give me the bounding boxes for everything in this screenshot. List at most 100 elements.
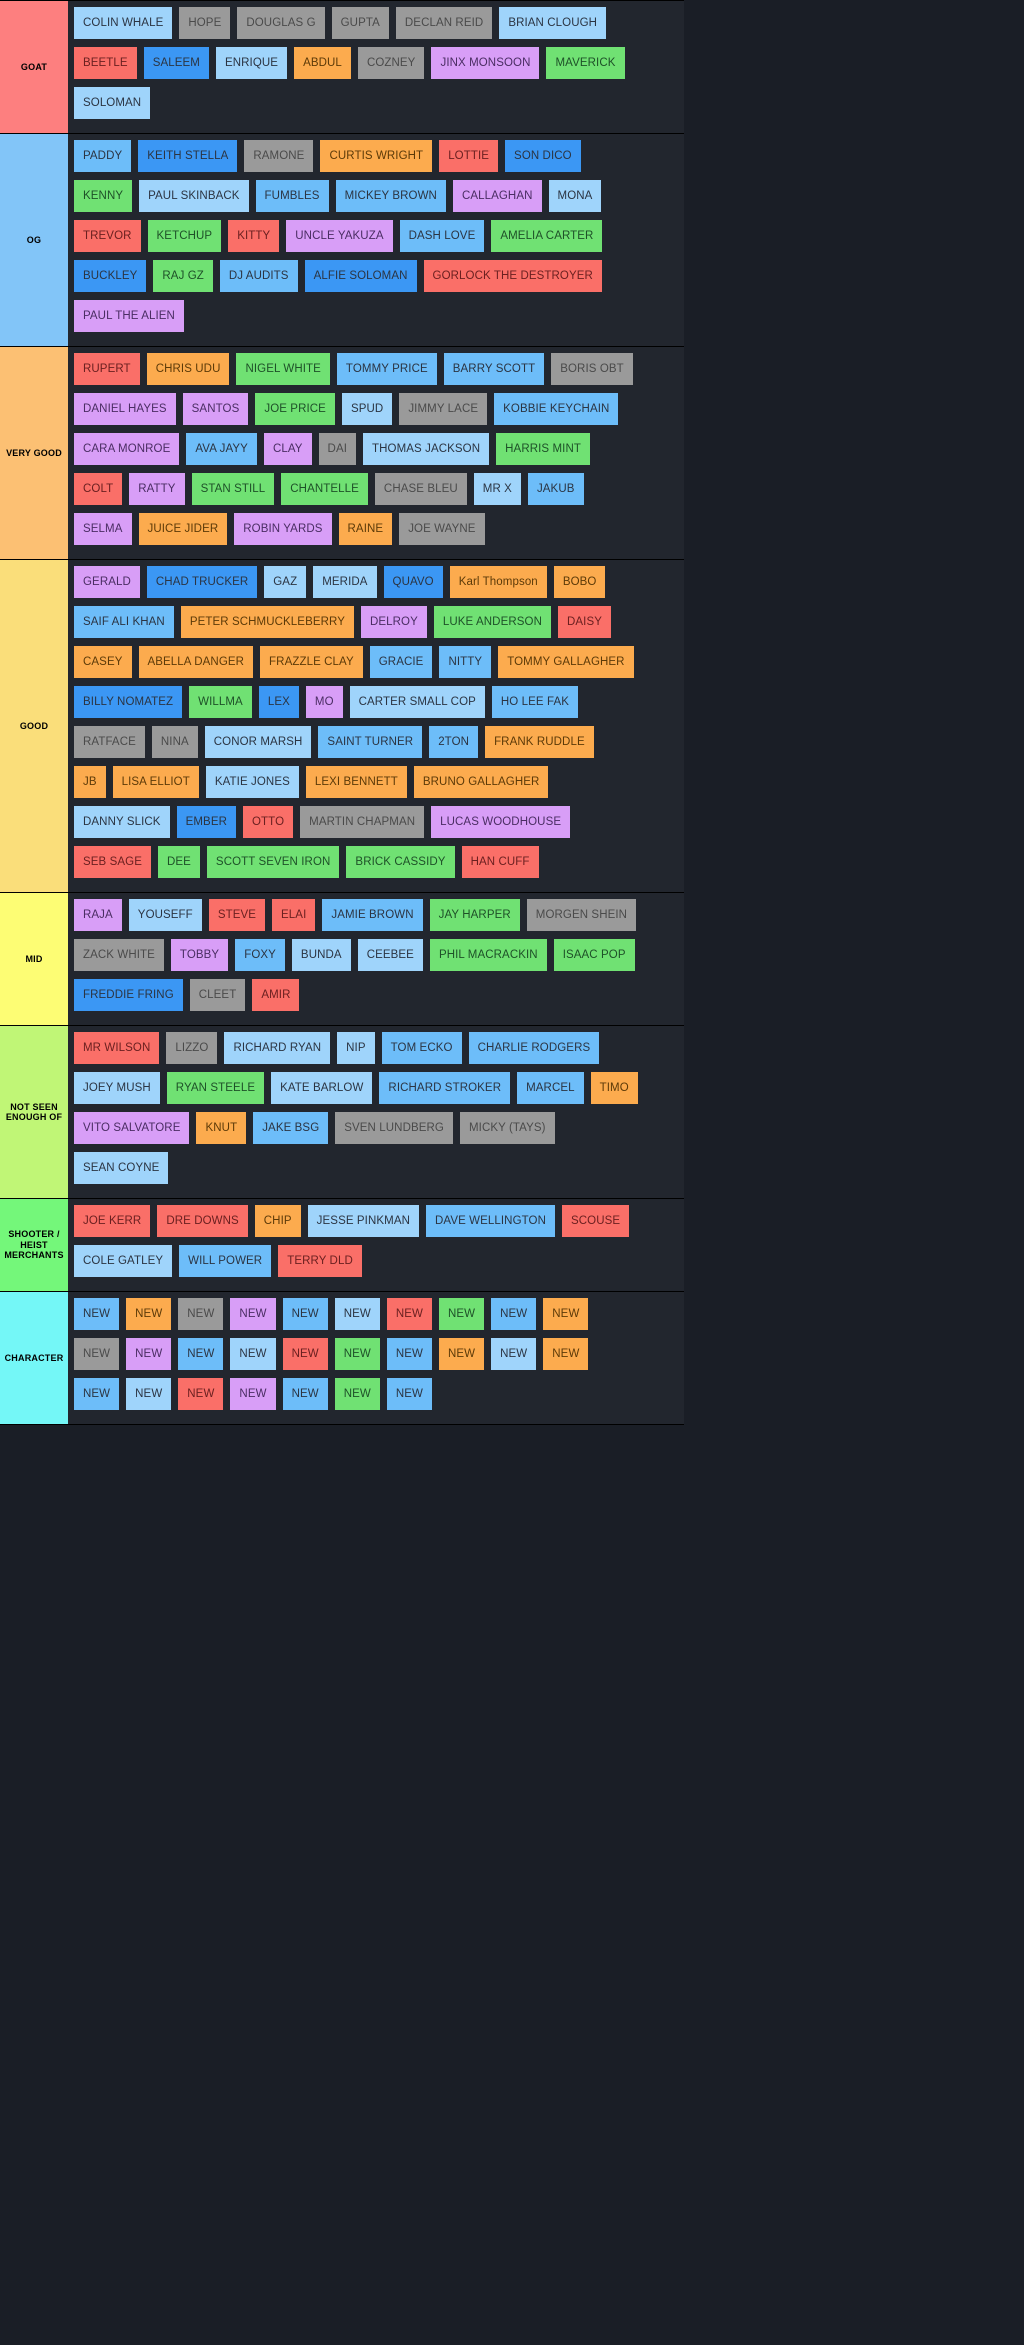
tier-item[interactable]: RAJA — [74, 899, 122, 931]
tier-label[interactable]: OG — [0, 134, 68, 346]
tier-item[interactable]: BARRY SCOTT — [443, 353, 545, 385]
tier-item[interactable]: ABELLA DANGER — [138, 646, 254, 678]
tier-item[interactable]: STEVE — [208, 899, 266, 931]
tier-item[interactable]: KATIE JONES — [205, 766, 299, 798]
tier-item[interactable]: ALFIE SOLOMAN — [304, 260, 417, 292]
tier-item[interactable]: SVEN LUNDBERG — [335, 1112, 453, 1144]
tier-item[interactable]: NEW — [491, 1298, 537, 1330]
tier-item[interactable]: CHARLIE RODGERS — [468, 1032, 600, 1064]
tier-item[interactable]: JB — [74, 766, 106, 798]
tier-item[interactable]: BRUNO GALLAGHER — [413, 766, 549, 798]
tier-label[interactable]: SHOOTER / HEIST MERCHANTS — [0, 1199, 68, 1291]
tier-item[interactable]: DAISY — [557, 606, 611, 638]
tier-item[interactable]: SCOUSE — [562, 1205, 630, 1237]
tier-item[interactable]: THOMAS JACKSON — [363, 433, 490, 465]
tier-item[interactable]: NEW — [438, 1298, 485, 1330]
tier-item[interactable]: PHIL MACRACKIN — [429, 939, 547, 971]
tier-item[interactable]: LUKE ANDERSON — [433, 606, 551, 638]
tier-item[interactable]: DOUGLAS G — [237, 7, 325, 39]
tier-item[interactable]: TREVOR — [74, 220, 141, 252]
tier-item[interactable]: LIZZO — [166, 1032, 218, 1064]
tier-item[interactable]: QUAVO — [383, 566, 443, 598]
tier-item[interactable]: RAINE — [338, 513, 393, 545]
tier-item[interactable]: NEW — [334, 1338, 380, 1370]
tier-item[interactable]: OTTO — [243, 806, 294, 838]
tier-item[interactable]: NEW — [74, 1378, 120, 1410]
tier-item[interactable]: SELMA — [74, 513, 132, 545]
tier-item[interactable]: RAMONE — [244, 140, 314, 172]
tier-item[interactable]: NIGEL WHITE — [236, 353, 330, 385]
tier-item[interactable]: MORGEN SHEIN — [526, 899, 637, 931]
tier-item[interactable]: JOE WAYNE — [399, 513, 485, 545]
tier-item[interactable]: JAKE BSG — [253, 1112, 329, 1144]
tier-item[interactable]: SANTOS — [182, 393, 249, 425]
tier-item[interactable]: SALEEM — [143, 47, 209, 79]
tier-item[interactable]: MARCEL — [517, 1072, 584, 1104]
tier-item[interactable]: KITTY — [228, 220, 280, 252]
tier-item[interactable]: NEW — [282, 1298, 328, 1330]
tier-item[interactable]: NEW — [230, 1298, 276, 1330]
tier-item[interactable]: COLIN WHALE — [74, 7, 173, 39]
tier-item[interactable]: ROBIN YARDS — [234, 513, 332, 545]
tier-item[interactable]: GUPTA — [331, 7, 389, 39]
tier-item[interactable]: NEW — [178, 1298, 224, 1330]
tier-item[interactable]: FOXY — [235, 939, 285, 971]
tier-item[interactable]: LOTTIE — [439, 140, 499, 172]
tier-item[interactable]: UNCLE YAKUZA — [286, 220, 393, 252]
tier-item[interactable]: DJ AUDITS — [219, 260, 298, 292]
tier-item[interactable]: NEW — [386, 1298, 432, 1330]
tier-item[interactable]: NEW — [74, 1298, 120, 1330]
tier-item[interactable]: MR WILSON — [74, 1032, 160, 1064]
tier-item[interactable]: CALLAGHAN — [452, 180, 542, 212]
tier-item[interactable]: NEW — [282, 1338, 328, 1370]
tier-item[interactable]: DRE DOWNS — [157, 1205, 248, 1237]
tier-item[interactable]: GAZ — [264, 566, 307, 598]
tier-item[interactable]: BEETLE — [74, 47, 137, 79]
tier-item[interactable]: SCOTT SEVEN IRON — [206, 846, 340, 878]
tier-item[interactable]: BUCKLEY — [74, 260, 147, 292]
tier-item[interactable]: FUMBLES — [255, 180, 329, 212]
tier-item[interactable]: CASEY — [74, 646, 132, 678]
tier-item[interactable]: AMELIA CARTER — [491, 220, 603, 252]
tier-item[interactable]: ABDUL — [294, 47, 351, 79]
tier-item[interactable]: DAI — [318, 433, 357, 465]
tier-item[interactable]: DAVE WELLINGTON — [426, 1205, 555, 1237]
tier-item[interactable]: JOE KERR — [74, 1205, 151, 1237]
tier-item[interactable]: MAVERICK — [546, 47, 625, 79]
tier-item[interactable]: NEW — [74, 1338, 120, 1370]
tier-item[interactable]: CLEET — [189, 979, 246, 1011]
tier-label[interactable]: NOT SEEN ENOUGH OF — [0, 1026, 68, 1198]
tier-item[interactable]: JAKUB — [527, 473, 584, 505]
tier-item[interactable]: PAUL THE ALIEN — [74, 300, 184, 332]
tier-item[interactable]: RICHARD STROKER — [379, 1072, 511, 1104]
tier-item[interactable]: RATFACE — [74, 726, 145, 758]
tier-item[interactable]: BUNDA — [291, 939, 351, 971]
tier-item[interactable]: CLAY — [263, 433, 312, 465]
tier-item[interactable]: MONA — [548, 180, 602, 212]
tier-item[interactable]: DANIEL HAYES — [74, 393, 176, 425]
tier-item[interactable]: CHASE BLEU — [374, 473, 467, 505]
tier-item[interactable]: MICKY (TAYS) — [459, 1112, 555, 1144]
tier-item[interactable]: COLT — [74, 473, 123, 505]
tier-item[interactable]: MICKEY BROWN — [335, 180, 446, 212]
tier-item[interactable]: GORLOCK THE DESTROYER — [423, 260, 602, 292]
tier-item[interactable]: ISAAC POP — [553, 939, 635, 971]
tier-label[interactable]: GOAT — [0, 1, 68, 133]
tier-item[interactable]: MO — [305, 686, 343, 718]
tier-item[interactable]: CHIP — [254, 1205, 301, 1237]
tier-item[interactable]: CHRIS UDU — [146, 353, 230, 385]
tier-item[interactable]: JINX MONSOON — [431, 47, 540, 79]
tier-item[interactable]: NEW — [334, 1298, 380, 1330]
tier-item[interactable]: NEW — [126, 1298, 172, 1330]
tier-item[interactable]: KNUT — [196, 1112, 247, 1144]
tier-item[interactable]: NEW — [178, 1378, 224, 1410]
tier-item[interactable]: SON DICO — [505, 140, 581, 172]
tier-item[interactable]: EMBER — [176, 806, 236, 838]
tier-item[interactable]: BORIS OBT — [551, 353, 633, 385]
tier-item[interactable]: DASH LOVE — [399, 220, 485, 252]
tier-item[interactable]: TOMMY GALLAGHER — [498, 646, 634, 678]
